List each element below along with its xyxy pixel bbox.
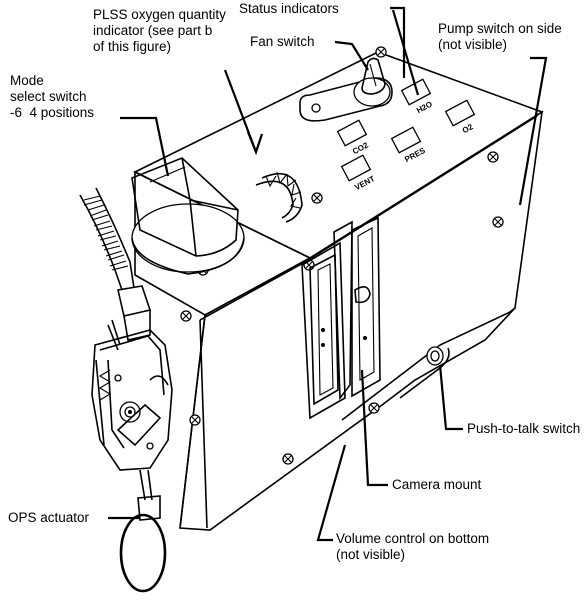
oxygen-indicator-dial: [255, 171, 303, 223]
screws: [180, 46, 504, 465]
label-ops-actuator: OPS actuator: [8, 510, 90, 525]
label-camera-mount: Camera mount: [392, 477, 482, 492]
fan-switch: [299, 57, 393, 122]
indicator-h2o: H2O: [400, 78, 434, 116]
indicator-pres: PRES: [390, 126, 427, 164]
label-volume-control: Volume control on bottom (not visible): [336, 531, 490, 562]
bottom-bevel: [341, 311, 511, 421]
label-fan-switch: Fan switch: [250, 34, 315, 49]
label-push-to-talk-switch: Push-to-talk switch: [467, 421, 581, 436]
leader-lines: [108, 6, 548, 542]
label-status-indicators: Status indicators: [239, 1, 339, 16]
top-front-bevel-2: [304, 115, 538, 263]
mode-select-knob: [131, 157, 245, 275]
label-pump-switch: Pump switch on side (not visible): [438, 21, 562, 52]
cable-bundle: [79, 187, 152, 351]
indicator-o2: O2: [444, 99, 476, 135]
camera-mount: [301, 216, 381, 420]
indicator-co2-text: CO2: [351, 140, 370, 156]
indicator-vent: VENT: [340, 154, 376, 192]
front-bevel-edge: [199, 319, 208, 529]
label-plss-oxygen-indicator: PLSS oxygen quantity indicator (see part…: [93, 7, 226, 54]
ops-actuator-assembly: [91, 329, 173, 501]
push-to-talk-button: [426, 346, 444, 366]
bottom-corner: [509, 307, 516, 313]
device-body: [133, 51, 544, 531]
top-front-bevel: [199, 261, 306, 321]
indicator-o2-text: O2: [461, 122, 475, 135]
ops-ring-pull: [119, 495, 167, 593]
indicator-h2o-text: H2O: [415, 100, 434, 116]
label-mode-select-switch: Mode select switch -6 4 positions: [10, 73, 95, 120]
indicator-co2: CO2: [336, 119, 370, 156]
